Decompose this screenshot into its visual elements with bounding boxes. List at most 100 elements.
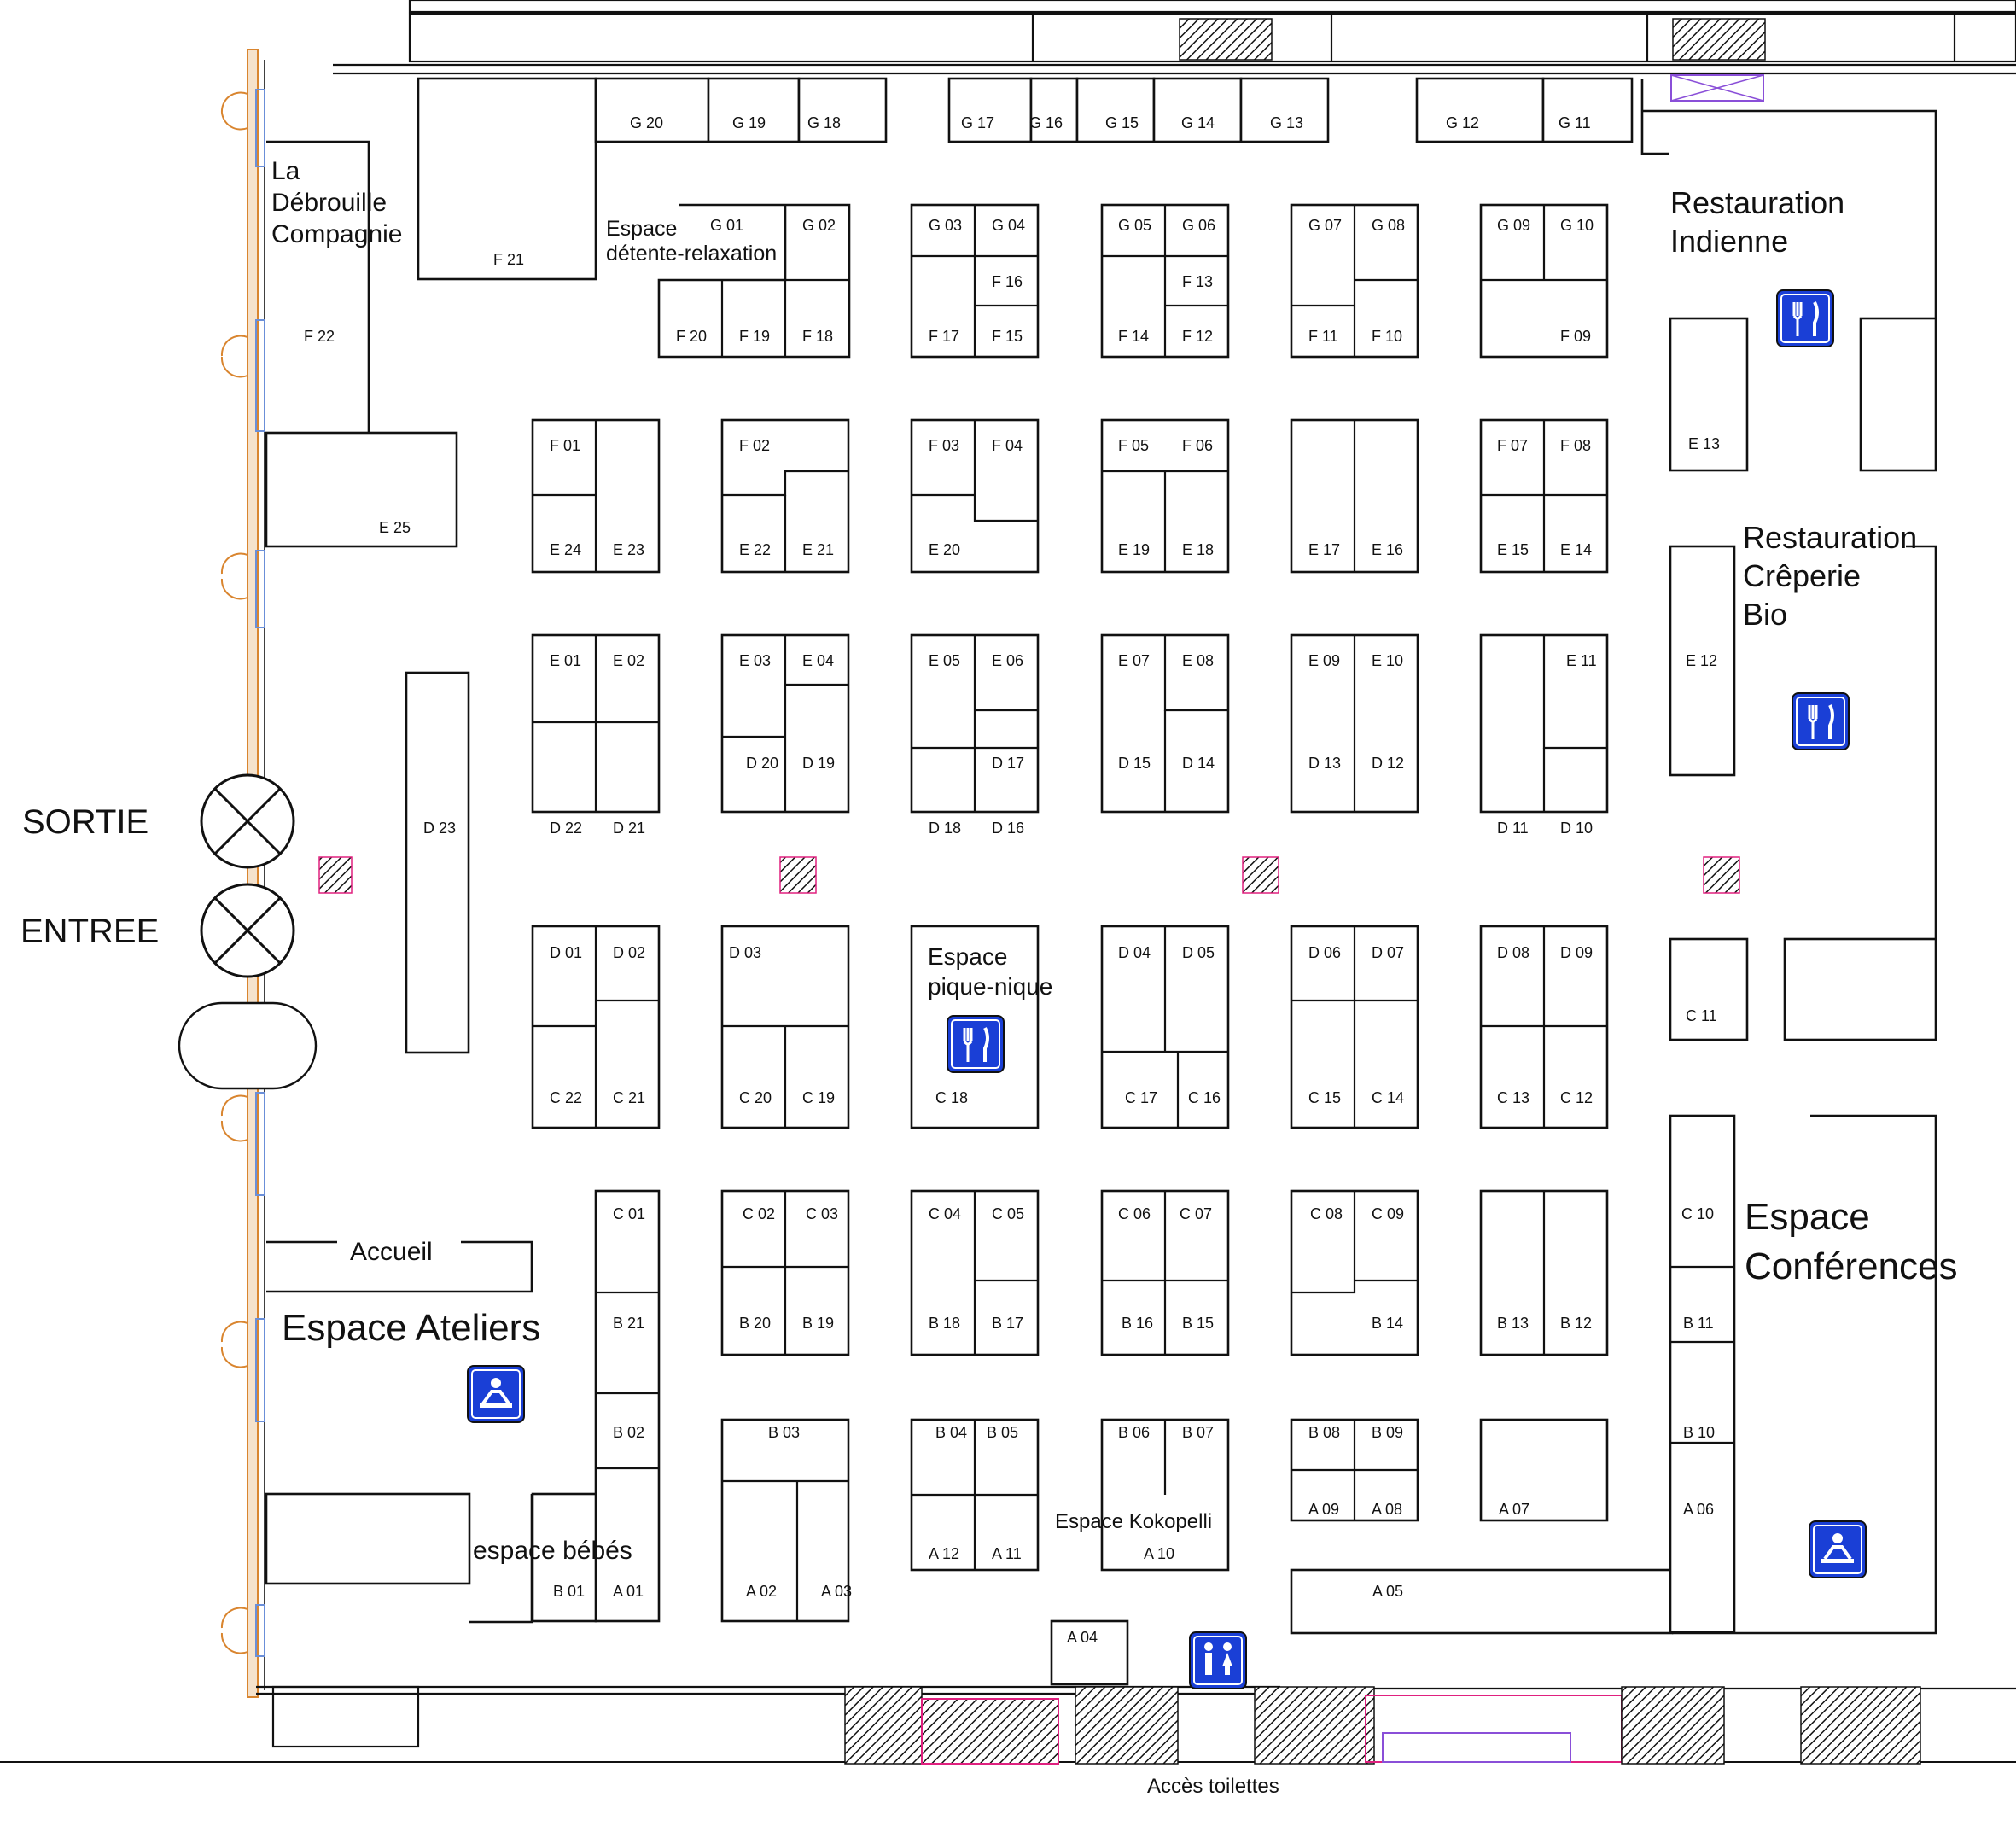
booth-d23[interactable] (405, 671, 470, 1054)
booth-label: C 05 (992, 1205, 1024, 1222)
booth-label: C 06 (1118, 1205, 1151, 1222)
booth-label: D 07 (1372, 944, 1404, 961)
booth-label: B 19 (802, 1315, 834, 1332)
booth-label: A 09 (1308, 1501, 1339, 1518)
booth-label: E 17 (1308, 541, 1340, 558)
booth-label: D 22 (550, 820, 582, 837)
booth-label: E 10 (1372, 652, 1403, 669)
booth-label: F 17 (929, 328, 959, 345)
booth-g16[interactable] (1029, 77, 1079, 143)
booth-label: G 14 (1181, 114, 1215, 131)
label-espace-kokopelli: Espace Kokopelli (1055, 1510, 1212, 1533)
block-g01 (657, 203, 851, 359)
booth-label: E 04 (802, 652, 834, 669)
booth-label: C 11 (1686, 1007, 1717, 1024)
booth-label: G 19 (732, 114, 766, 131)
label-acces-toilettes: Accès toilettes (1147, 1775, 1279, 1798)
booth-label: D 06 (1308, 944, 1341, 961)
label-debrouille: La (271, 157, 300, 185)
booth-label: F 21 (493, 251, 524, 268)
booth-label: D 10 (1560, 820, 1593, 837)
booth-label: B 16 (1122, 1315, 1153, 1332)
booth-label: E 05 (929, 652, 960, 669)
booth-label: A 11 (992, 1545, 1022, 1562)
workshop-icon (467, 1365, 525, 1423)
booth-g20[interactable] (594, 77, 710, 143)
glass-panels (255, 89, 265, 1657)
area-labels: La Débrouille Compagnie Espace détente-r… (271, 157, 1957, 1798)
label-pique-nique: pique-nique (928, 973, 1052, 1000)
booth-g14[interactable] (1152, 77, 1243, 143)
label-resto-indienne: Restauration (1670, 185, 1844, 220)
booth-label: B 17 (992, 1315, 1023, 1332)
booth-label: F 01 (550, 437, 580, 454)
booth-g12[interactable] (1415, 77, 1545, 143)
booth-label: G 06 (1182, 217, 1215, 234)
booth-label: D 20 (746, 755, 778, 772)
booth-label: A 04 (1067, 1629, 1098, 1646)
booth-label: G 12 (1446, 114, 1479, 131)
booth-label: F 09 (1560, 328, 1591, 345)
booth-label: C 21 (613, 1089, 645, 1106)
booth-label: G 20 (630, 114, 663, 131)
booth-label: A 06 (1683, 1501, 1714, 1518)
booth-label: F 13 (1182, 273, 1213, 290)
booth-label: E 09 (1308, 652, 1340, 669)
booth-label: B 14 (1372, 1315, 1403, 1332)
booth-label: F 20 (676, 328, 707, 345)
building-walls (0, 0, 2016, 1765)
pillars (318, 856, 1740, 894)
booth-label: F 07 (1497, 437, 1528, 454)
booth-g11[interactable] (1541, 77, 1634, 143)
booth-label: E 18 (1182, 541, 1214, 558)
booth-label: D 01 (550, 944, 582, 961)
booth-label: F 08 (1560, 437, 1591, 454)
booth-label: E 21 (802, 541, 834, 558)
booth-label: G 16 (1029, 114, 1063, 131)
revolving-door-sortie[interactable] (200, 773, 295, 869)
booth-label: C 10 (1681, 1205, 1714, 1222)
booth-grid (531, 203, 1674, 1686)
booth-label: D 14 (1182, 755, 1215, 772)
booth-label: E 12 (1686, 652, 1717, 669)
booth-g18[interactable] (797, 77, 888, 143)
booth-label: A 02 (746, 1583, 777, 1600)
booth-label: F 06 (1182, 437, 1213, 454)
booth-label: D 08 (1497, 944, 1529, 961)
booth-label: D 15 (1118, 755, 1151, 772)
booth-g17[interactable] (947, 77, 1033, 143)
revolving-door-entree[interactable] (200, 883, 295, 978)
side-doors (220, 91, 248, 1654)
booth-label: E 14 (1560, 541, 1592, 558)
booth-label: F 16 (992, 273, 1023, 290)
label-espace-bebes: espace bébés (473, 1537, 632, 1565)
label-resto-creperie: Crêperie (1743, 558, 1861, 593)
booth-label: E 13 (1688, 435, 1720, 452)
booth-g13[interactable] (1239, 77, 1330, 143)
toilets-icon[interactable] (1189, 1631, 1247, 1689)
label-sortie: SORTIE (22, 803, 149, 841)
booth-label: B 21 (613, 1315, 644, 1332)
booth-label: A 05 (1372, 1583, 1403, 1600)
booth-label: B 13 (1497, 1315, 1529, 1332)
booth-label: C 09 (1372, 1205, 1404, 1222)
booth-label: C 04 (929, 1205, 961, 1222)
booth-label: C 08 (1310, 1205, 1343, 1222)
booth-label: D 23 (423, 820, 456, 837)
booth-g19[interactable] (707, 77, 801, 143)
booth-label: A 08 (1372, 1501, 1402, 1518)
booth-label: F 18 (802, 328, 833, 345)
booth-f21[interactable] (417, 77, 597, 281)
booth-label: E 24 (550, 541, 581, 558)
booth-label: D 16 (992, 820, 1024, 837)
booth-label: B 01 (553, 1583, 585, 1600)
booth-label: B 08 (1308, 1424, 1340, 1441)
booth-e25[interactable] (265, 431, 458, 548)
booth-label: G 13 (1270, 114, 1303, 131)
booth-labels: G 20 G 19 G 18 G 17 G 16 G 15 G 14 G 13 … (304, 114, 1720, 1646)
booth-label: C 12 (1560, 1089, 1593, 1106)
booth-g15[interactable] (1075, 77, 1156, 143)
booth-label: G 07 (1308, 217, 1342, 234)
booth-label: G 08 (1372, 217, 1405, 234)
booth-label: C 20 (739, 1089, 772, 1106)
